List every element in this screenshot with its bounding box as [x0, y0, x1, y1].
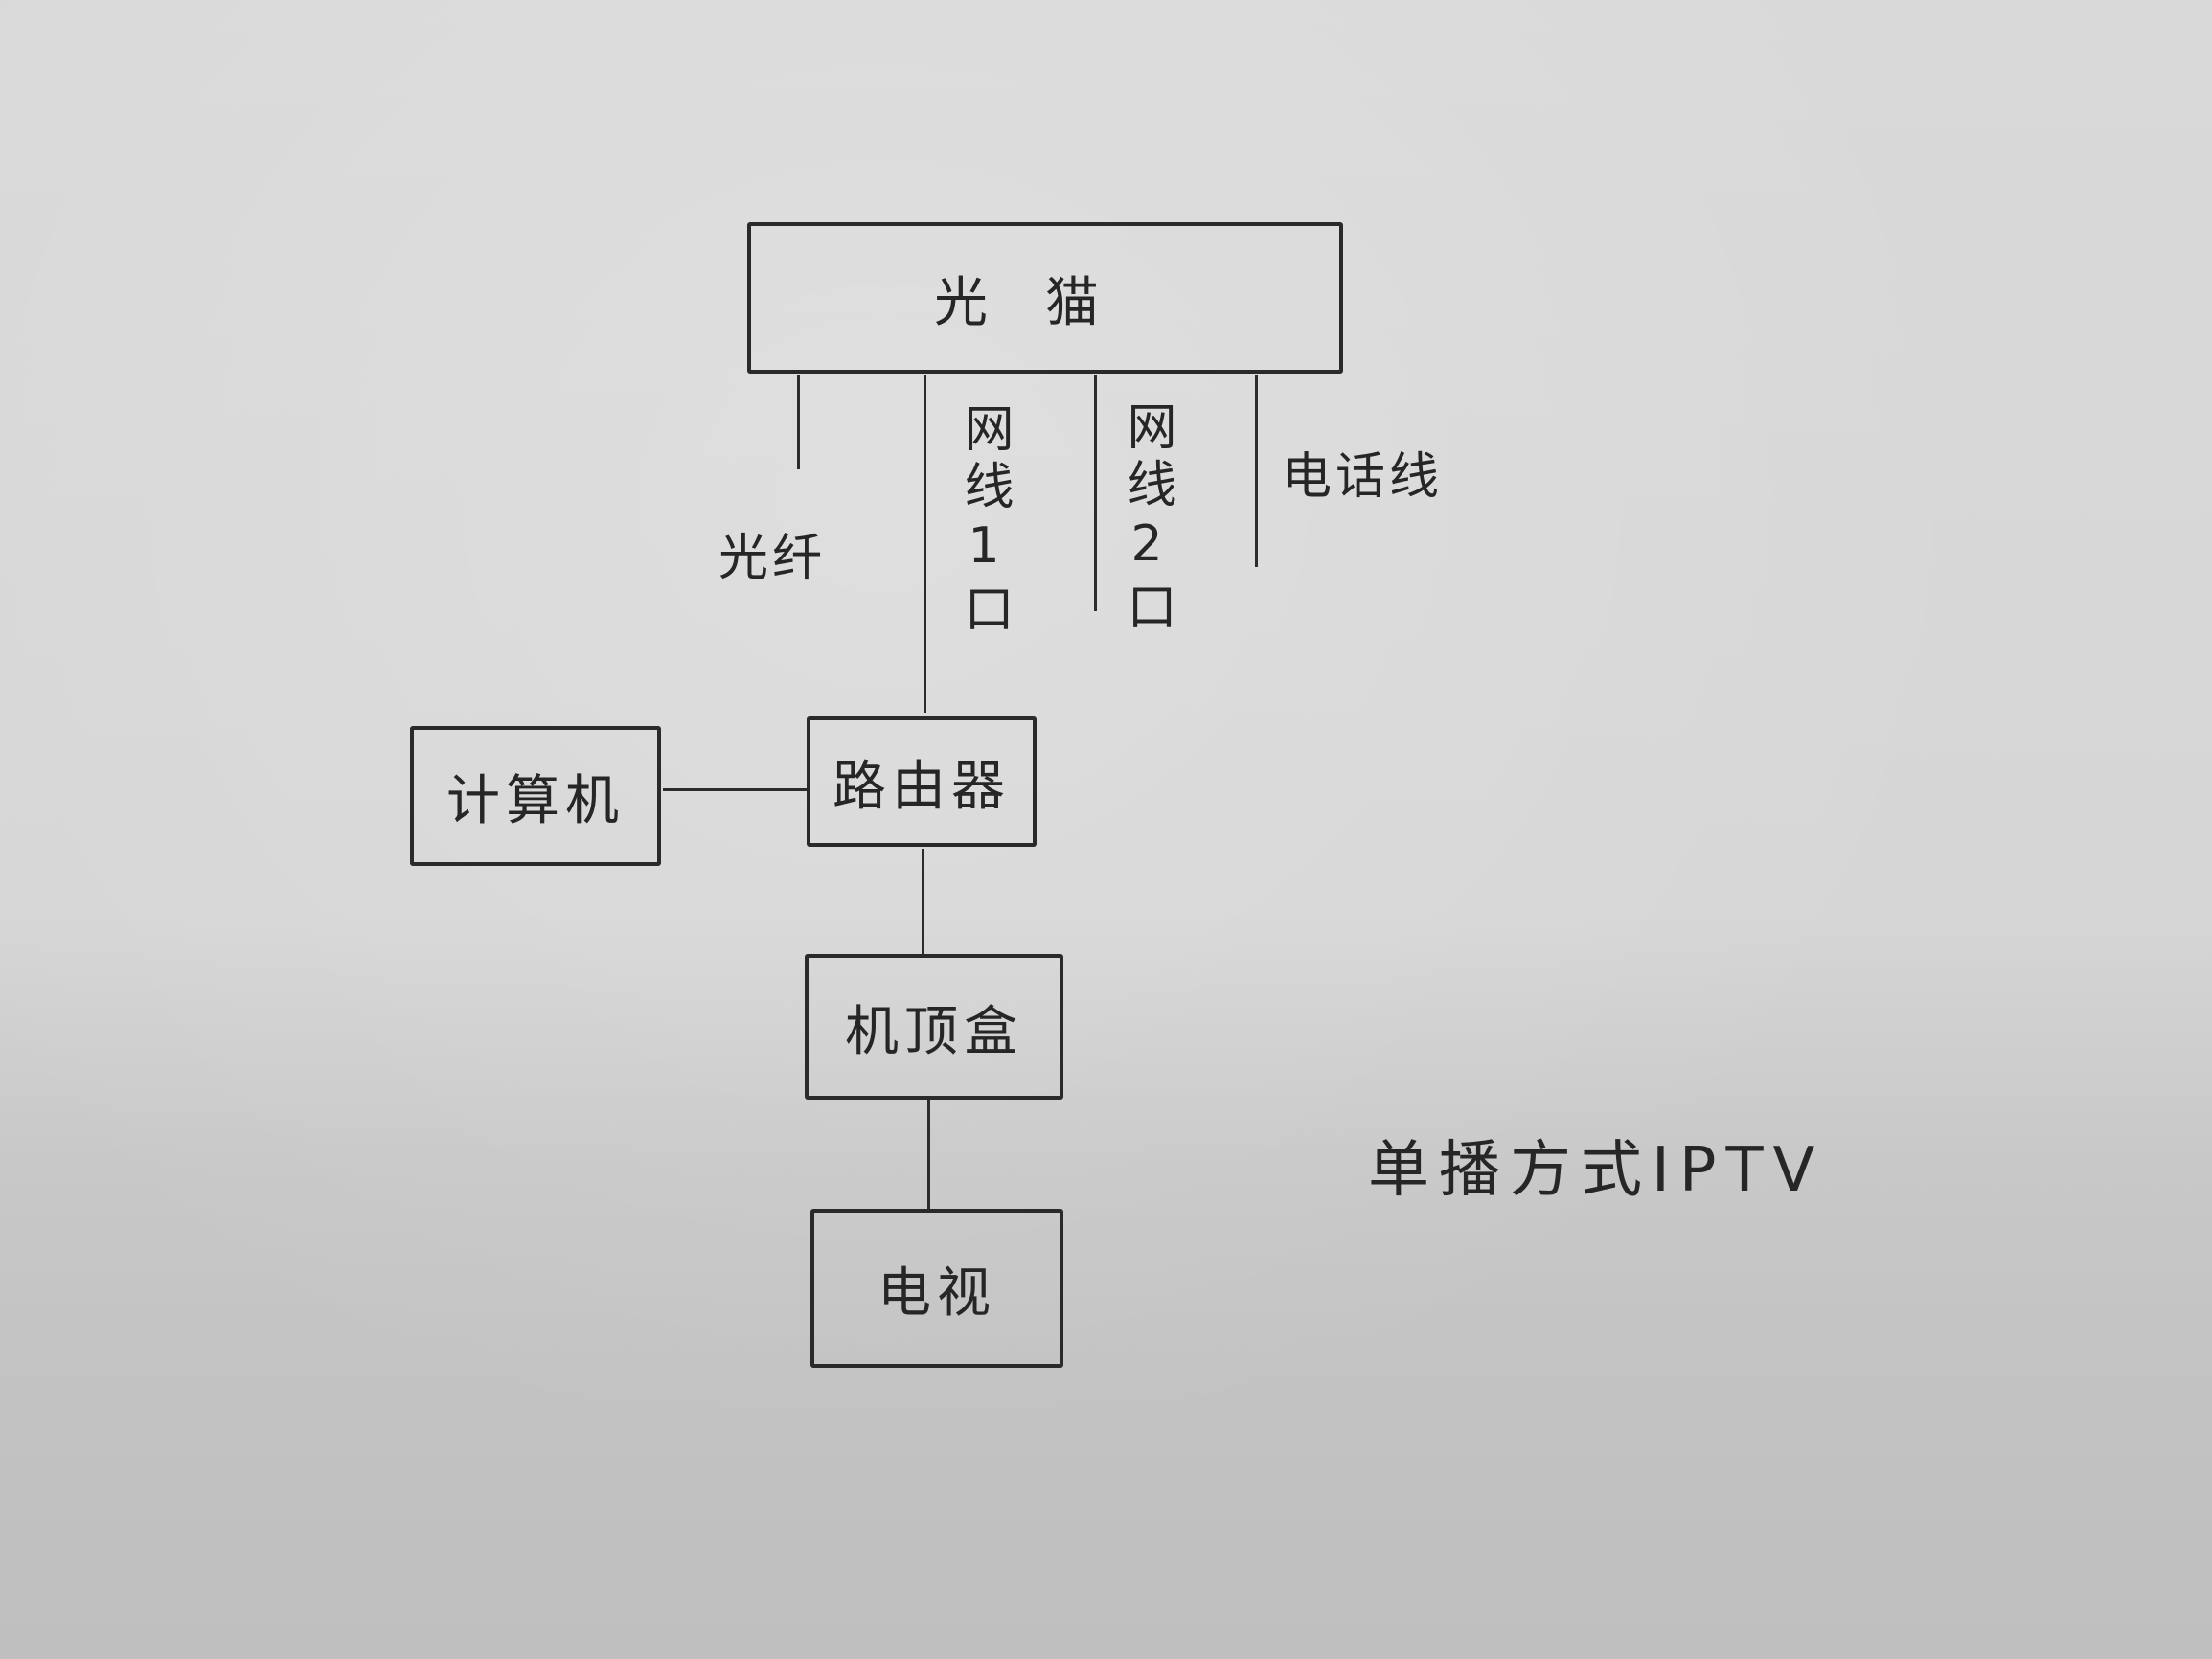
set-top-box-label: 机顶盒 [845, 1000, 1023, 1063]
phone-label: 电话线 [1282, 448, 1444, 506]
router-stb-line [922, 849, 924, 954]
computer-box: 计算机 [410, 726, 661, 866]
modem-box: 光猫 [747, 222, 1343, 374]
set-top-box: 机顶盒 [805, 954, 1063, 1100]
tv-box: 电视 [810, 1209, 1063, 1368]
diagram-title: 单播方式IPTV [1368, 1135, 1825, 1206]
modem-label: 光猫 [934, 271, 1156, 334]
router-box: 路由器 [807, 716, 1037, 847]
router-computer-line [663, 788, 807, 791]
router-label: 路由器 [832, 755, 1011, 818]
computer-label: 计算机 [446, 769, 625, 832]
tv-label: 电视 [878, 1261, 996, 1325]
stb-tv-line [927, 1100, 930, 1211]
lan1-line [924, 375, 926, 713]
lan2-label: 网线2口 [1118, 400, 1175, 638]
lan1-label: 网线1口 [955, 402, 1013, 640]
fiber-label: 光纤 [718, 530, 827, 587]
phone-line [1255, 375, 1258, 567]
lan2-line [1094, 375, 1097, 611]
fiber-line [797, 375, 800, 469]
